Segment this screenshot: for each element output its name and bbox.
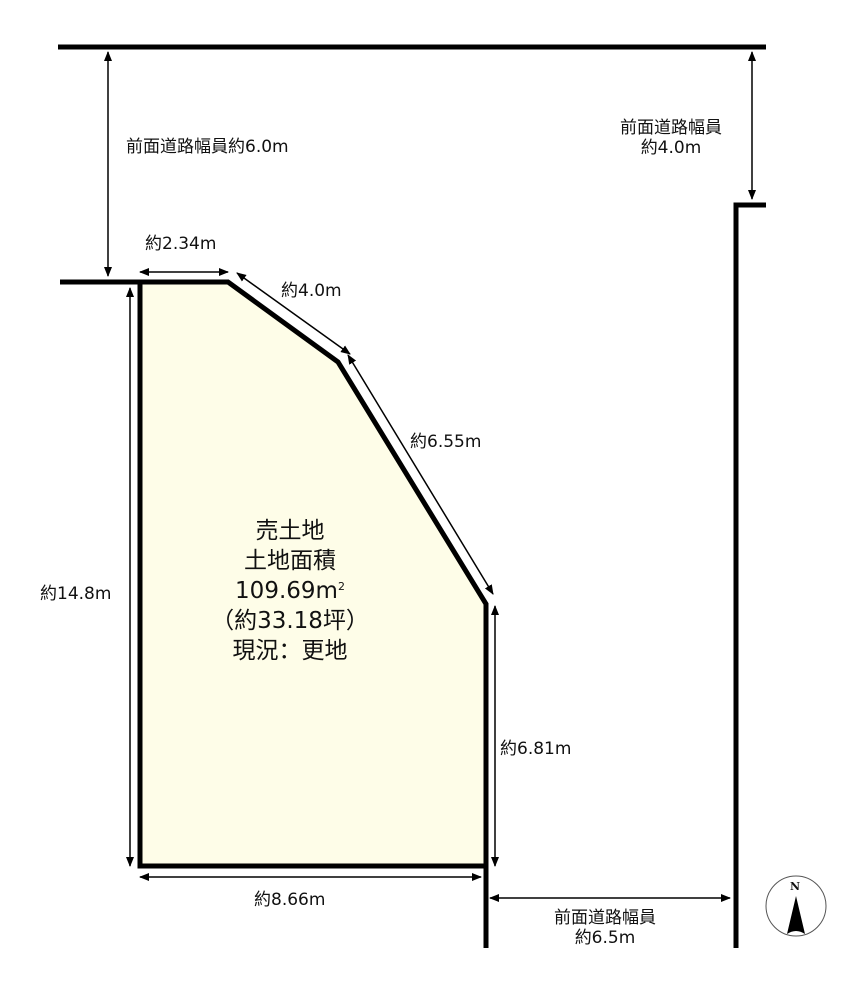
dim-diagonal2-arrow bbox=[347, 354, 494, 595]
southeast-road-label: 前面道路幅員 約6.5m bbox=[530, 908, 680, 948]
lot-polygon bbox=[137, 279, 489, 869]
dim-bottom-label: 約8.66m bbox=[254, 890, 326, 910]
compass-n-label: N bbox=[790, 880, 801, 893]
dim-diagonal2-label: 約6.55m bbox=[410, 432, 482, 452]
lot-area-value: 109.69m2 bbox=[190, 576, 390, 606]
east-road-label: 前面道路幅員 約4.0m bbox=[596, 118, 746, 158]
southeast-road-label-line1: 前面道路幅員 bbox=[554, 908, 656, 928]
lot-area-number: 109.69m bbox=[235, 578, 338, 604]
lot-status: 現況：更地 bbox=[232, 638, 348, 664]
lot-area-heading: 土地面積 bbox=[244, 548, 336, 574]
dim-right-label: 約6.81m bbox=[500, 739, 572, 759]
east-road-line bbox=[733, 202, 766, 948]
southeast-road-label-line2: 約6.5m bbox=[574, 928, 636, 948]
dim-diagonal1-arrow bbox=[236, 272, 351, 355]
north-road-label: 前面道路幅員約6.0m bbox=[126, 137, 289, 157]
dim-top-label: 約2.34m bbox=[145, 234, 217, 254]
east-road-label-line1: 前面道路幅員 bbox=[620, 118, 722, 138]
dim-left-label: 約14.8m bbox=[40, 584, 112, 604]
north-arrow-icon bbox=[765, 875, 827, 937]
dim-diagonal1-label: 約4.0m bbox=[281, 281, 342, 301]
lot-area-unit-sup: 2 bbox=[337, 580, 345, 593]
east-road-label-line2: 約4.0m bbox=[640, 138, 702, 158]
lot-description: 売土地 土地面積 109.69m2 （約33.18坪） 現況：更地 bbox=[190, 516, 390, 666]
lot-title: 売土地 bbox=[255, 518, 325, 544]
lot-tsubo: （約33.18坪） bbox=[211, 608, 369, 634]
